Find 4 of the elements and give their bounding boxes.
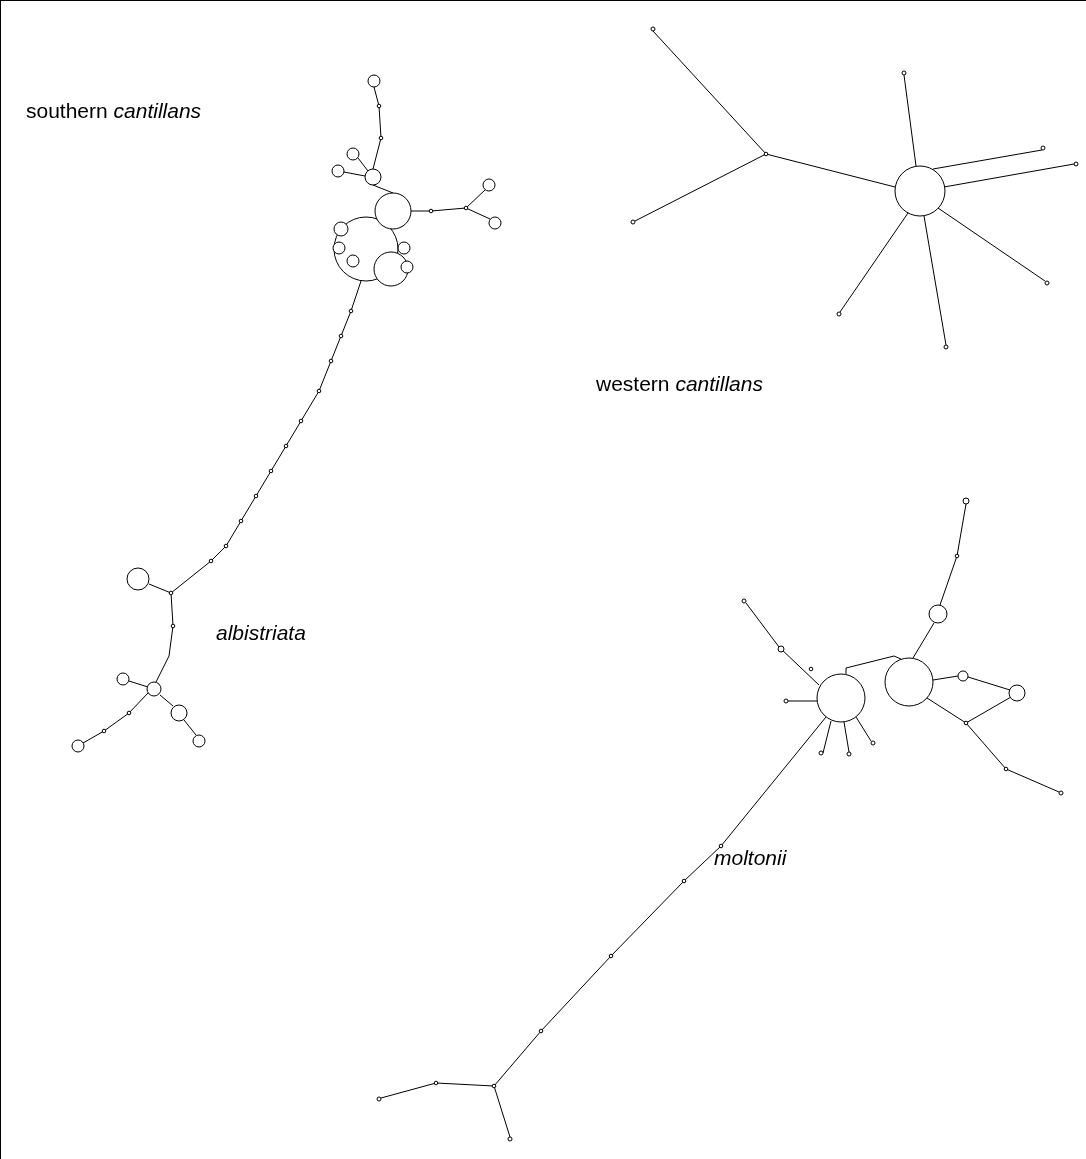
taxon-label: southern cantillans (26, 99, 202, 123)
taxon-label: western cantillans (596, 372, 763, 396)
taxon-label: albistriata (216, 621, 306, 645)
taxon-label: moltonii (714, 846, 787, 870)
